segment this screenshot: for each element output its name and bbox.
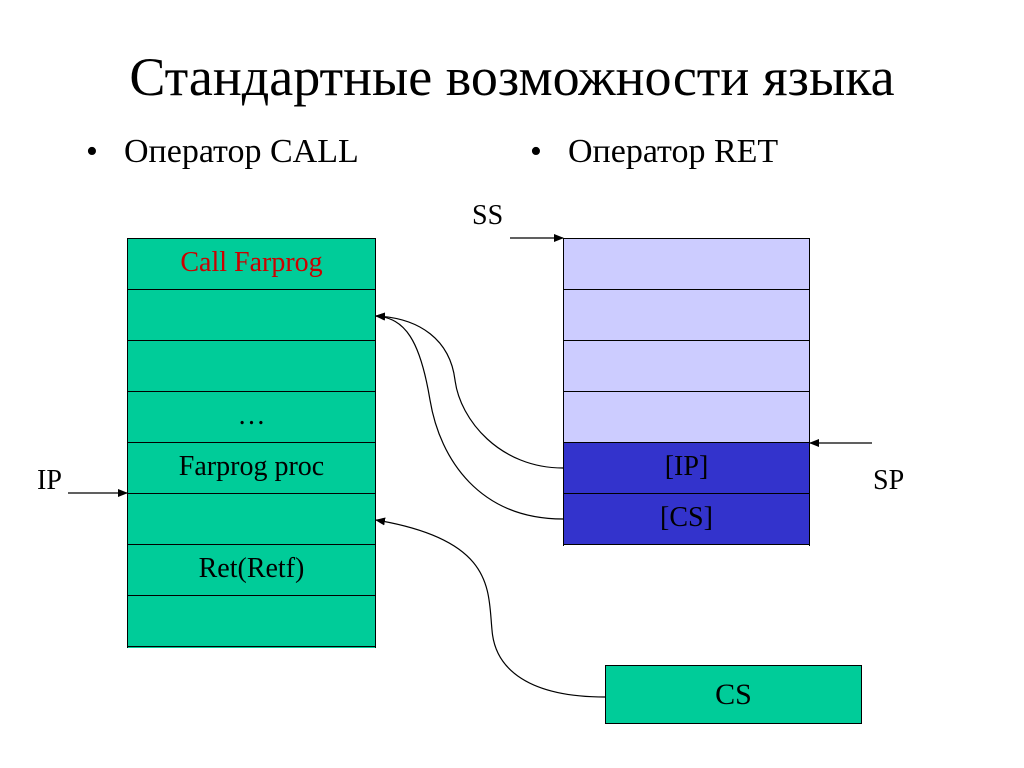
- bullet-call-text: Оператор CALL: [124, 133, 359, 170]
- cs-box-curve: [375, 517, 606, 698]
- ip-return-curve: [375, 312, 564, 469]
- bullet-call: • Оператор CALL: [86, 130, 359, 174]
- code-cell-call: Call Farprog: [128, 239, 375, 290]
- bullet-symbol: •: [530, 133, 542, 170]
- code-cell: [128, 596, 375, 647]
- code-cell-ellipsis: …: [128, 392, 375, 443]
- code-cell-ip-target: [128, 494, 375, 545]
- stack-cell-free: [564, 392, 809, 443]
- stack-cell-cs: [CS]: [564, 494, 809, 545]
- ip-label: IP: [37, 465, 62, 496]
- sp-label: SP: [873, 465, 905, 496]
- code-memory-block: Call Farprog … Farprog proc Ret(Retf): [127, 238, 376, 648]
- bullet-symbol: •: [86, 133, 98, 170]
- code-cell-return-point: [128, 290, 375, 341]
- slide-title: Стандартные возможности языка: [129, 47, 895, 107]
- stack-cell-free: [564, 290, 809, 341]
- stack-segment: [IP] [CS]: [563, 238, 810, 546]
- bullet-ret-text: Оператор RET: [568, 133, 779, 170]
- cs-register-box: CS: [605, 665, 862, 724]
- code-cell: [128, 341, 375, 392]
- cs-return-curve: [375, 312, 564, 520]
- code-cell-proc: Farprog proc: [128, 443, 375, 494]
- stack-cell-free: [564, 239, 809, 290]
- bullet-ret: • Оператор RET: [530, 130, 778, 174]
- stack-cell-free: [564, 341, 809, 392]
- code-cell-ret: Ret(Retf): [128, 545, 375, 596]
- ss-label: SS: [472, 200, 504, 231]
- stack-cell-ip: [IP]: [564, 443, 809, 494]
